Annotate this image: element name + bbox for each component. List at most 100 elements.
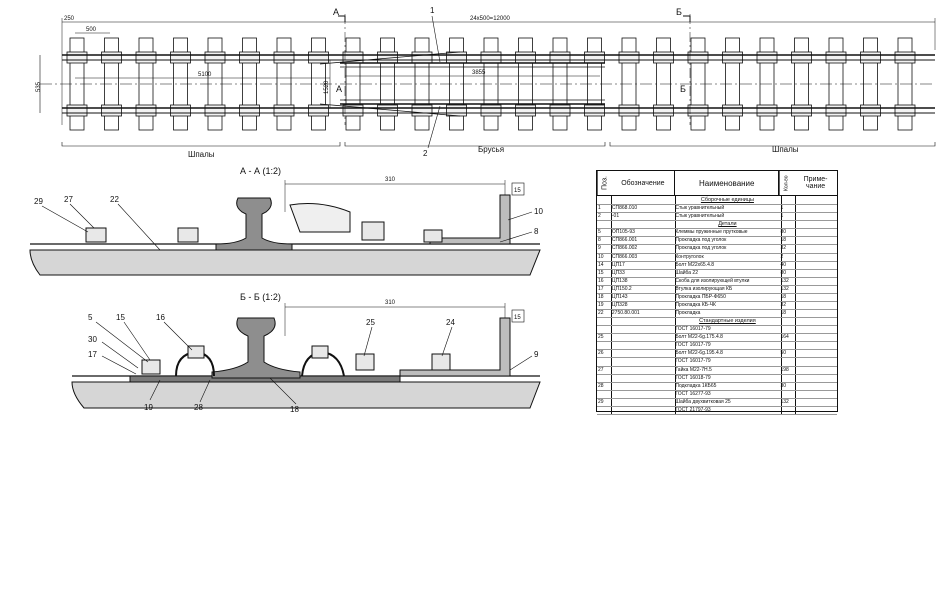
leader-aa-29 — [41, 205, 89, 233]
bom-cell-pos: 15 — [598, 269, 604, 276]
rail-pad — [515, 51, 536, 64]
bom-cell-name: Клеммы пружинные прутковые — [675, 229, 748, 236]
bom-cell-des: -01 — [611, 213, 620, 220]
leader-bb-15 — [123, 321, 151, 361]
section-aa-callout-29: 29 — [34, 197, 43, 206]
bom-cell-qty: 2 — [780, 253, 784, 260]
leader-bb-28 — [199, 379, 211, 403]
clip-aa — [289, 203, 351, 233]
bom-cell-note — [793, 349, 837, 357]
leader-bb-17 — [101, 355, 137, 375]
base-plate-bb — [129, 375, 401, 383]
bom-cell-note — [793, 406, 837, 414]
bom-cell-des: ОП105-93 — [611, 229, 635, 236]
rail-pad — [584, 51, 605, 64]
bom-cell-name: Втулка изолирующая КБ — [675, 285, 733, 292]
section-bb-title: Б - Б (1:2) — [240, 292, 281, 302]
bom-cell-pos: 1 — [598, 205, 601, 212]
bom-cell-des — [611, 220, 674, 228]
bom-cell-pos: 26 — [598, 350, 604, 357]
leader-bb-5 — [95, 321, 149, 363]
dim-bb-small-box — [511, 309, 525, 323]
dim-aa-small-box — [511, 182, 525, 196]
bom-cell-name: Прокладка — [675, 310, 701, 317]
cut-arrow-b — [683, 15, 691, 22]
section-bb-dim-small: 15 — [514, 315, 521, 321]
bom-cell-note — [793, 382, 837, 390]
rail-pad — [894, 104, 916, 117]
rail-profile-aa — [215, 197, 293, 251]
bom-cell-note — [793, 269, 837, 277]
rail-pad — [170, 104, 191, 117]
bill-of-materials-table: Поз. Обозначение Наименование Кол-во При… — [596, 170, 838, 415]
rail-pad — [618, 51, 640, 64]
rail-profile-bb — [211, 317, 301, 379]
rail-pad — [308, 51, 329, 64]
bom-cell-pos: 5 — [598, 229, 601, 236]
guard-angle-bb — [399, 317, 511, 377]
section-aa-dim-top: 310 — [385, 177, 396, 183]
bom-cell-qty — [779, 220, 793, 228]
bom-cell-note — [793, 293, 837, 301]
bracket-brusya — [344, 142, 606, 147]
bom-cell-qty — [779, 406, 793, 414]
section-bb-callout-18: 18 — [290, 405, 299, 414]
bom-cell-note — [793, 228, 837, 236]
bom-cell-note — [793, 333, 837, 341]
bom-cell-name: ГОСТ 16018-79 — [675, 374, 711, 381]
bom-cell-des: СП866.002 — [611, 245, 638, 252]
leader-1 — [431, 15, 441, 63]
bom-cell-des: ЦП138 — [611, 277, 628, 284]
rail-pad — [687, 104, 709, 117]
bom-cell-pos — [597, 341, 611, 349]
bom-cell-des: ЦП150.2 — [611, 285, 632, 292]
bom-cell-name: Скоба для изолирующей втулки — [675, 277, 750, 284]
bom-cell-note — [793, 301, 837, 309]
bom-cell-pos — [597, 220, 611, 228]
rail-pad — [860, 51, 881, 64]
bom-cell-name: Прокладка КБ-ЧК — [675, 301, 716, 308]
bom-cell-note — [793, 366, 837, 374]
bom-cell-pos: 17 — [598, 285, 604, 292]
bom-cell-pos: 8 — [598, 237, 601, 244]
bom-cell-des: СП866.003 — [611, 253, 638, 260]
bom-cell-qty: 1 — [780, 205, 784, 212]
rail-pad — [722, 51, 743, 64]
bom-cell-name: Стык уравнительный — [675, 205, 725, 212]
bom-cell-name: Болт М22-6g.175.4.8 — [675, 334, 723, 341]
rail-pad — [756, 104, 778, 117]
bracket-shpaly-left — [61, 142, 341, 147]
section-bb-callout-30: 30 — [88, 335, 97, 344]
bom-cell-note — [793, 285, 837, 293]
bom-cell-name: Подкладка 1КБ65 — [675, 382, 717, 389]
bom-cell-pos: 18 — [598, 293, 604, 300]
bom-cell-note — [793, 357, 837, 365]
bom-cell-qty — [779, 341, 793, 349]
rail-pad — [825, 51, 847, 64]
rail-pad — [515, 104, 536, 117]
callout-2: 2 — [423, 149, 428, 158]
bom-cell-qty: 32 — [780, 301, 787, 308]
bom-cell-qty: 40 — [780, 261, 787, 268]
bom-cell-pos: 28 — [598, 382, 604, 389]
rail-pad — [135, 51, 157, 64]
rail-pad — [66, 51, 88, 64]
rail-pad — [204, 104, 226, 117]
bom-cell-pos: 22 — [598, 310, 604, 317]
bom-cell-des: ЦП17 — [611, 261, 625, 268]
rail-pad — [204, 51, 226, 64]
bom-row: ГОСТ 16018-79 — [597, 374, 837, 383]
rail-pad — [653, 51, 674, 64]
leader-bb-30 — [101, 341, 139, 369]
rail-pad — [308, 104, 329, 117]
bom-cell-name: ГОСТ 16017-79 — [675, 358, 711, 365]
section-bb-callout-19: 19 — [144, 403, 153, 412]
bom-cell-pos — [597, 325, 611, 333]
